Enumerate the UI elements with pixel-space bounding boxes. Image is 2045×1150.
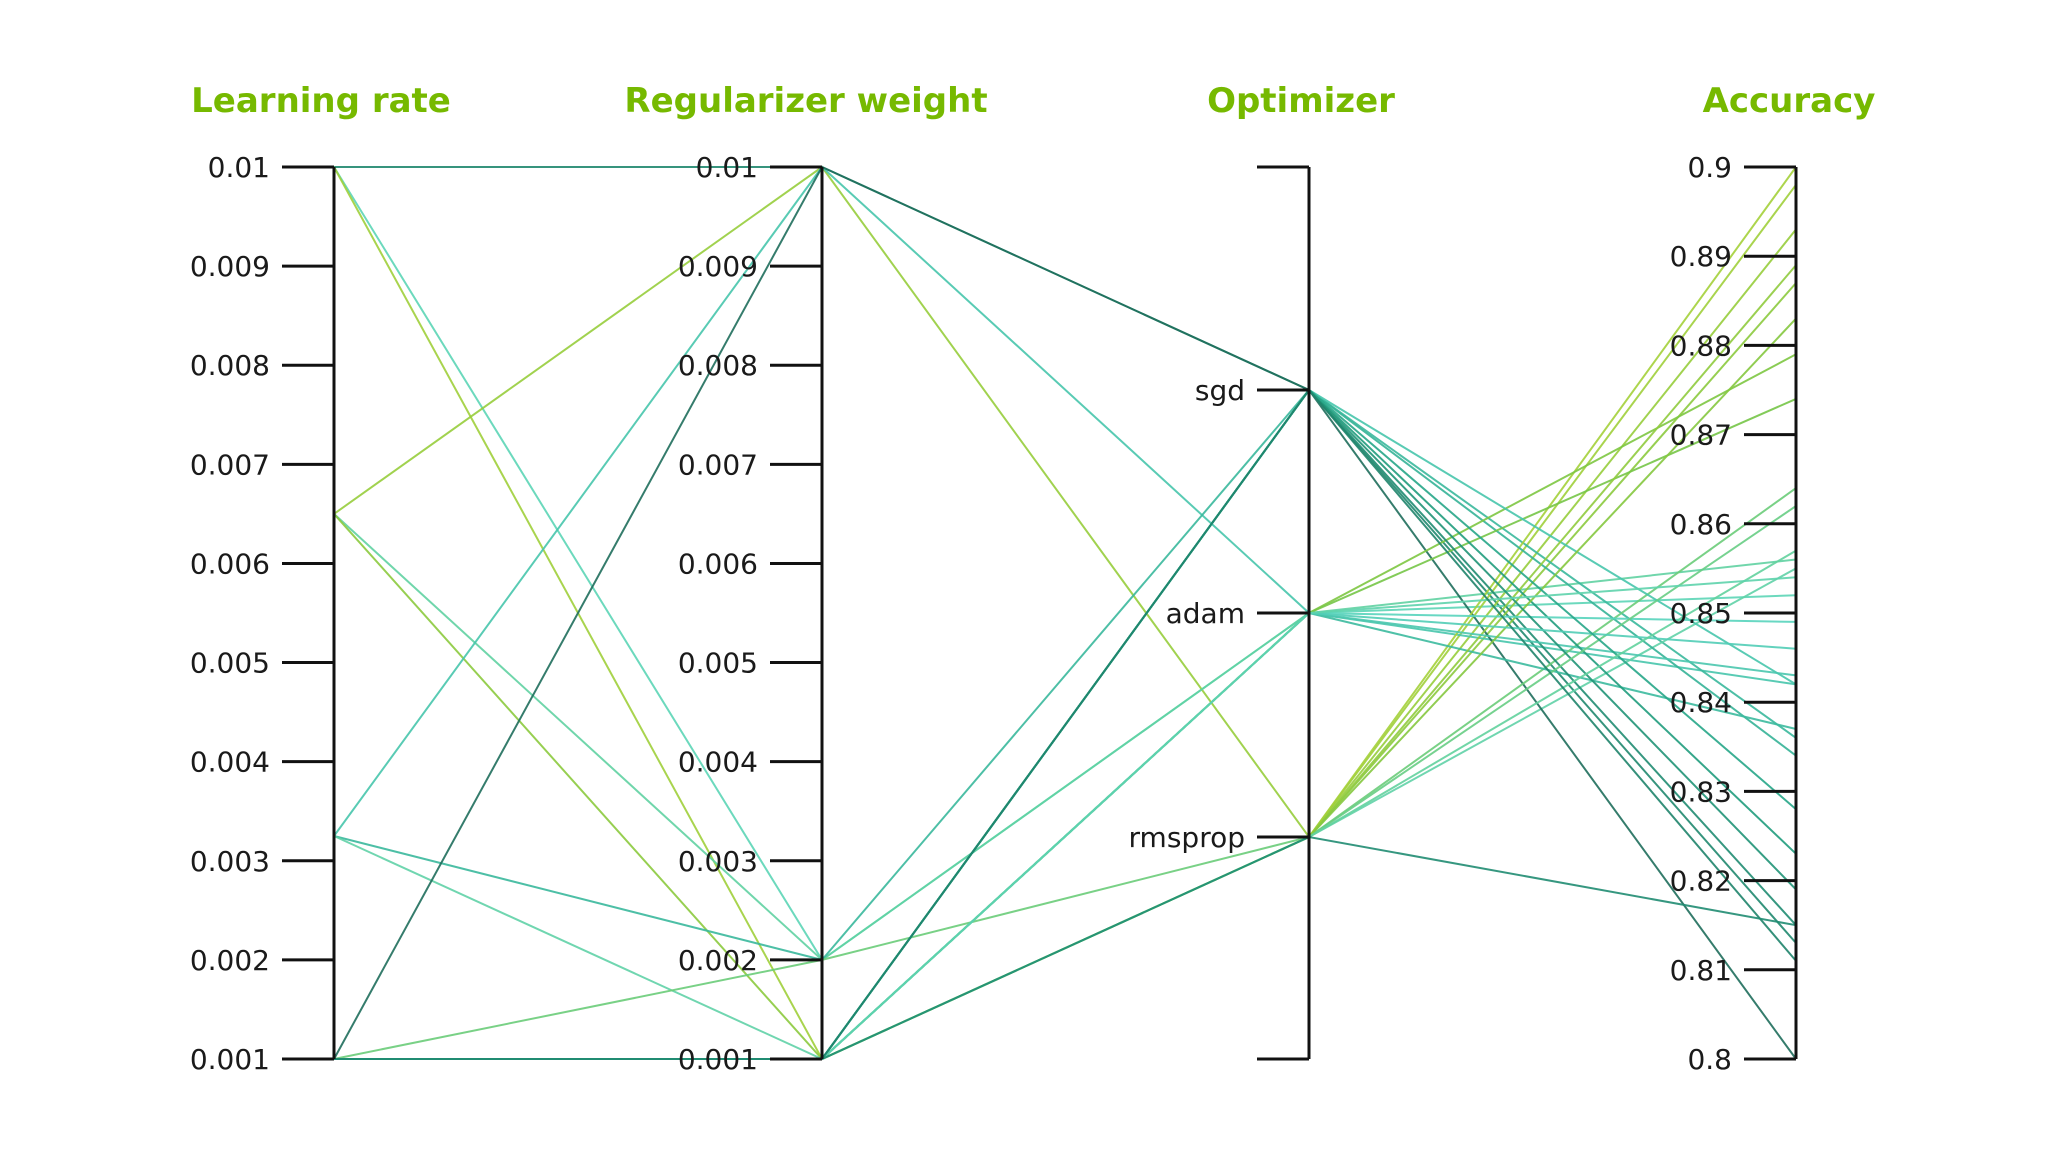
series-line-11 bbox=[334, 166, 1797, 1060]
axis-opt: Optimizer sgd adam rmsprop bbox=[1129, 81, 1395, 1061]
tick-label-lr-9: 0.001 bbox=[190, 1043, 270, 1076]
tick-label-acc-2: 0.88 bbox=[1670, 329, 1732, 362]
series-line-7 bbox=[333, 388, 1797, 962]
tick-label-reg-1: 0.009 bbox=[678, 250, 758, 283]
tick-label-acc-9: 0.81 bbox=[1670, 954, 1732, 987]
series-line-6 bbox=[333, 165, 1797, 837]
series-line-14 bbox=[334, 397, 1797, 1060]
series-line-0 bbox=[334, 166, 1797, 944]
tick-label-lr-3: 0.007 bbox=[190, 448, 270, 481]
axis-reg: Regularizer weight 0.01 0.009 0.008 0.007 0.0… bbox=[624, 81, 987, 1076]
series-line-3 bbox=[333, 165, 1797, 839]
tick-label-acc-3: 0.87 bbox=[1670, 419, 1732, 452]
tick-label-lr-5: 0.005 bbox=[190, 647, 270, 680]
tick-label-acc-1: 0.89 bbox=[1670, 240, 1732, 273]
tick-label-lr-6: 0.004 bbox=[190, 746, 270, 779]
tick-label-reg-7: 0.003 bbox=[678, 845, 758, 878]
series-line-18 bbox=[334, 264, 1797, 1060]
tick-label-opt-0: sgd bbox=[1195, 374, 1245, 407]
tick-label-opt-2: rmsprop bbox=[1129, 821, 1245, 854]
tick-label-acc-4: 0.86 bbox=[1670, 508, 1732, 541]
axis-title-opt: Optimizer bbox=[1207, 81, 1395, 121]
tick-label-lr-8: 0.002 bbox=[190, 944, 270, 977]
axis-title-acc: Accuracy bbox=[1703, 81, 1876, 121]
tick-label-reg-8: 0.002 bbox=[678, 944, 758, 977]
tick-label-reg-4: 0.006 bbox=[678, 547, 758, 580]
series-line-27 bbox=[334, 549, 1797, 1060]
series-line-28 bbox=[334, 576, 1797, 1060]
tick-label-acc-0: 0.9 bbox=[1687, 151, 1732, 184]
axes: Learning rate 0.01 0.009 0.008 0.007 0.006 0.0… bbox=[190, 81, 1876, 1076]
axis-lr: Learning rate 0.01 0.009 0.008 0.007 0.006 0.0… bbox=[190, 81, 451, 1076]
axis-acc: Accuracy 0.9 0.89 0.88 0.87 0.86 0.85 0.84 0.83 0… bbox=[1670, 81, 1876, 1076]
series-line-8 bbox=[333, 567, 1797, 1061]
series-line-4 bbox=[333, 513, 1797, 962]
tick-label-reg-2: 0.008 bbox=[678, 349, 758, 382]
tick-label-acc-8: 0.82 bbox=[1670, 865, 1732, 898]
tick-label-acc-10: 0.8 bbox=[1687, 1043, 1732, 1076]
series-lines bbox=[333, 165, 1797, 1061]
series-line-1 bbox=[333, 166, 1797, 962]
tick-label-opt-1: adam bbox=[1166, 597, 1245, 630]
tick-label-lr-2: 0.008 bbox=[190, 349, 270, 382]
tick-label-reg-3: 0.007 bbox=[678, 448, 758, 481]
series-line-29 bbox=[334, 388, 1797, 1060]
axis-title-lr: Learning rate bbox=[191, 81, 451, 121]
tick-label-lr-7: 0.003 bbox=[190, 845, 270, 878]
tick-label-lr-4: 0.006 bbox=[190, 547, 270, 580]
tick-label-reg-5: 0.005 bbox=[678, 647, 758, 680]
tick-label-acc-7: 0.83 bbox=[1670, 775, 1732, 808]
series-line-24 bbox=[334, 505, 1797, 1060]
tick-label-acc-5: 0.85 bbox=[1670, 597, 1732, 630]
series-line-13 bbox=[334, 353, 1797, 1060]
series-line-10 bbox=[333, 487, 1797, 1060]
series-line-5 bbox=[333, 282, 1797, 1061]
tick-label-reg-0: 0.01 bbox=[696, 151, 758, 184]
series-line-2 bbox=[333, 166, 1797, 1061]
tick-label-reg-9: 0.001 bbox=[678, 1043, 758, 1076]
series-line-9 bbox=[333, 165, 1797, 1060]
tick-label-acc-6: 0.84 bbox=[1670, 686, 1732, 719]
tick-label-reg-6: 0.004 bbox=[678, 746, 758, 779]
axis-title-reg: Regularizer weight bbox=[624, 81, 987, 121]
series-line-30 bbox=[334, 835, 1797, 1060]
tick-label-lr-1: 0.009 bbox=[190, 250, 270, 283]
tick-label-lr-0: 0.01 bbox=[208, 151, 270, 184]
